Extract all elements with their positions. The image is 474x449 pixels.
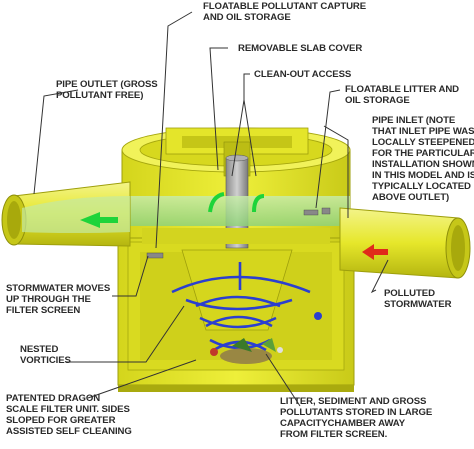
outlet-pipe [1,181,131,247]
label-clean-out: CLEAN-OUT ACCESS [254,69,352,80]
label-dragon-scale-filter: PATENTED DRAGON SCALE FILTER UNIT. SIDES… [6,393,132,437]
brackets [146,207,331,259]
litter-debris [210,338,283,364]
label-slab-cover: REMOVABLE SLAB COVER [238,43,363,54]
label-nested-vortices: NESTED VORTICIES [20,344,71,366]
water-band [122,196,350,244]
leader-lines [33,11,389,407]
label-polluted-stormwater: POLLUTED STORMWATER [384,288,452,310]
inflow-arrow-red [362,244,388,260]
inlet-pipe [339,207,471,279]
label-floatable-capture: FLOATABLE POLLUTANT CAPTURE AND OIL STOR… [203,1,367,23]
label-pipe-inlet: PIPE INLET (NOTE THAT INLET PIPE WAS LOC… [372,115,474,203]
label-stormwater-moves: STORMWATER MOVES UP THROUGH THE FILTER S… [6,283,111,316]
label-floatable-litter: FLOATABLE LITTER AND OIL STORAGE [345,84,459,106]
label-litter-stored: LITTER, SEDIMENT AND GROSS POLLUTANTS ST… [280,396,433,440]
flow-arrows-green [80,192,265,228]
vortex-end [314,312,322,320]
label-pipe-outlet: PIPE OUTLET (GROSS POLLUTANT FREE) [56,79,158,101]
